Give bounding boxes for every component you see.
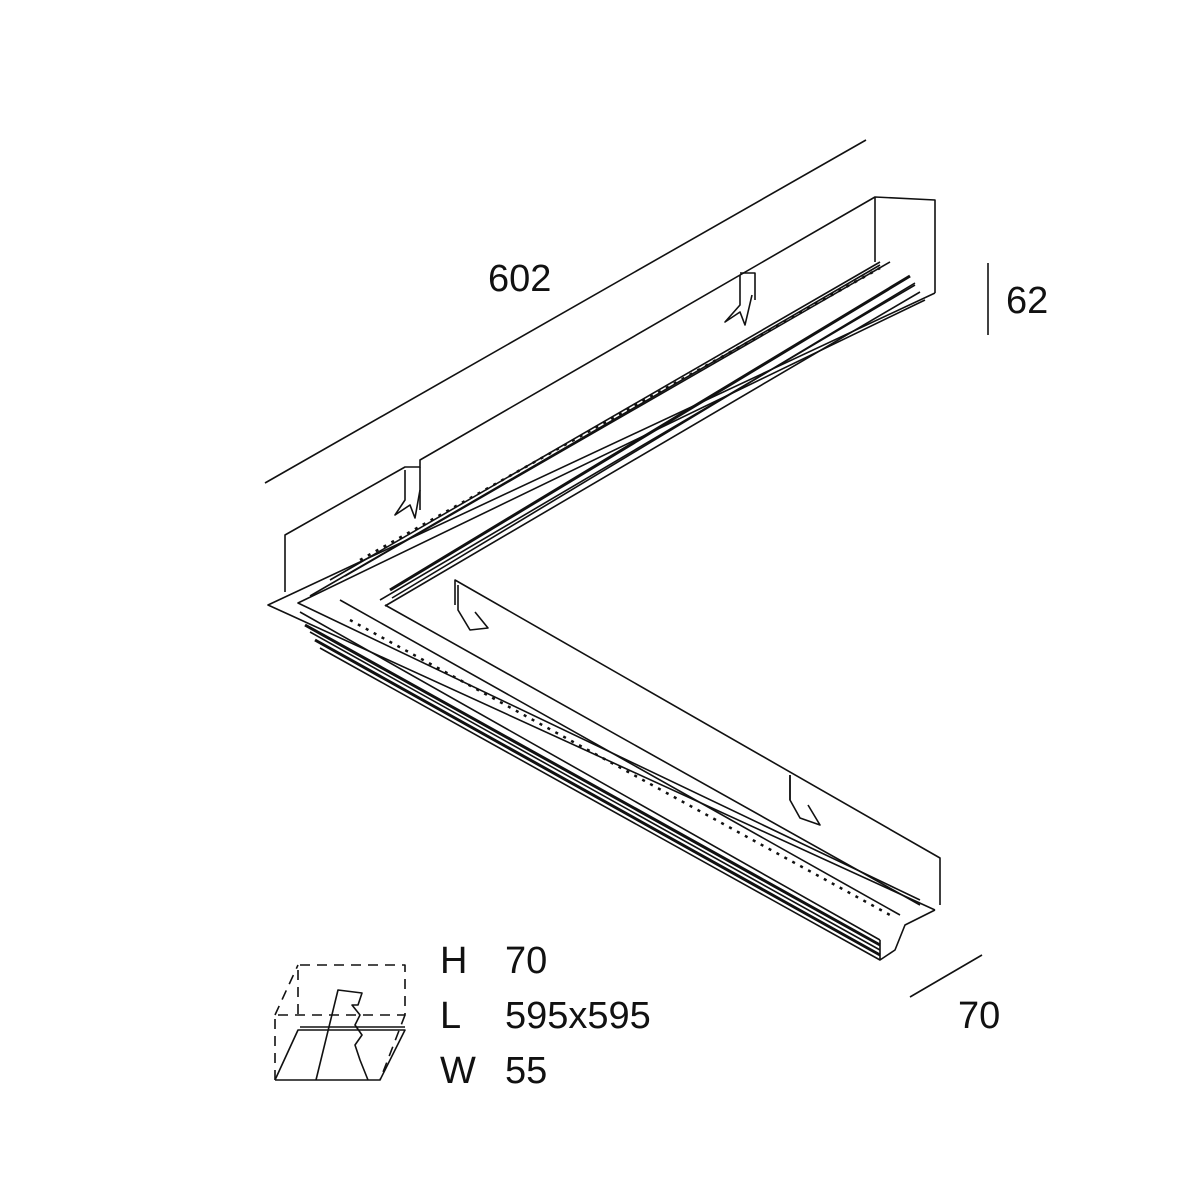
dimension-legend-icon [274, 964, 406, 1081]
l-shaped-luminaire-housing [267, 196, 941, 961]
dimension-line-length [264, 139, 867, 484]
length-dimension-label: 602 [488, 258, 552, 300]
mounting-clip [394, 275, 821, 826]
spec-value-h: 70 [505, 940, 548, 982]
spec-value-l: 595x595 [505, 995, 651, 1037]
spec-value-w: 55 [505, 1050, 548, 1092]
spec-key-l: L [440, 995, 462, 1037]
spec-key-w: W [440, 1050, 476, 1092]
width-dimension-label: 70 [958, 995, 1001, 1037]
height-dimension-label: 62 [1006, 280, 1049, 322]
dimension-line-width [909, 954, 983, 998]
spec-key-h: H [440, 940, 468, 982]
